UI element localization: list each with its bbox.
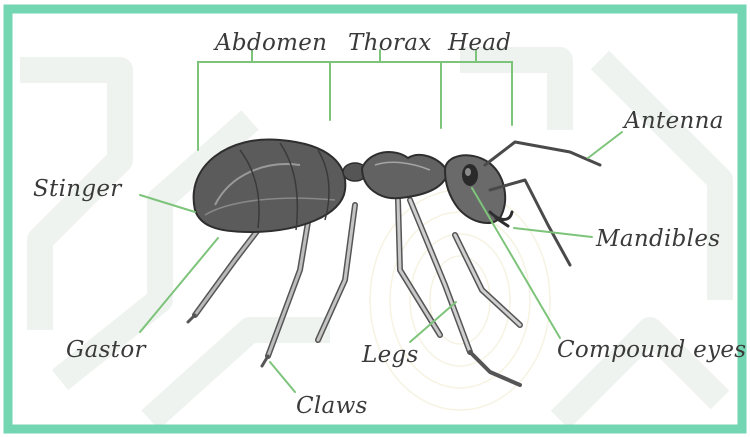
label-gastor: Gastor [66,337,147,363]
ant-antenna [485,142,600,165]
ant-abdomen [194,139,346,232]
label-mandibles: Mandibles [595,226,720,252]
label-thorax: Thorax [348,30,431,56]
stinger-leader [140,195,195,212]
claws-leader [270,362,295,392]
ant-thorax [362,152,448,198]
label-claws: Claws [296,393,368,419]
label-abdomen: Abdomen [213,30,327,56]
antenna-leader [588,132,622,158]
label-compound-eyes: Compound eyes [557,337,746,363]
label-legs: Legs [361,342,419,368]
label-antenna: Antenna [622,108,724,134]
segment-brackets [198,50,512,150]
ant-compound-eye [462,164,478,186]
text-labels: Abdomen Thorax Head Antenna Stinger Mand… [33,30,746,419]
legs-leader [410,302,456,342]
gastor-leader [140,238,218,332]
compound-eyes-leader [472,188,560,338]
label-stinger: Stinger [33,176,123,202]
label-head: Head [447,30,511,56]
